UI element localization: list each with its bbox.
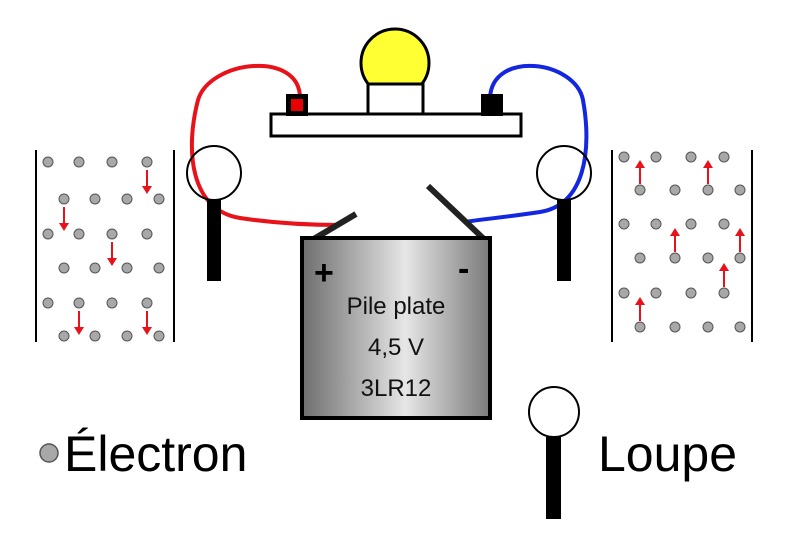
electron xyxy=(650,287,662,299)
legend-electron-label: Électron xyxy=(64,426,247,482)
electron xyxy=(73,297,85,309)
electron xyxy=(121,330,133,342)
left-electrons xyxy=(42,156,165,342)
electron xyxy=(141,156,153,168)
drift-arrow-head xyxy=(635,160,645,168)
battery-label-line1: Pile plate xyxy=(347,293,446,320)
drift-arrow-head xyxy=(635,297,645,305)
electron xyxy=(42,297,54,309)
negative-lamp-terminal xyxy=(481,94,503,116)
electron xyxy=(106,156,118,168)
electron xyxy=(153,193,165,205)
left-magnifier xyxy=(186,145,242,281)
electron xyxy=(121,262,133,274)
electron xyxy=(669,321,681,333)
right-electrons xyxy=(618,151,746,333)
battery-label-line3: 3LR12 xyxy=(361,375,432,402)
electron xyxy=(702,321,714,333)
right-magnifier-handle xyxy=(557,199,571,281)
battery-body xyxy=(300,236,492,420)
electron xyxy=(734,321,746,333)
drift-arrow-head xyxy=(719,263,729,271)
battery-label-line2: 4,5 V xyxy=(368,334,424,361)
electron xyxy=(702,252,714,264)
electron xyxy=(618,287,630,299)
electron xyxy=(734,184,746,196)
legend-magnifier-label: Loupe xyxy=(598,426,737,482)
electron xyxy=(89,193,101,205)
bulb-base xyxy=(366,82,425,120)
electron xyxy=(42,228,54,240)
electron xyxy=(106,228,118,240)
electron xyxy=(650,151,662,163)
left-wire-zoom-panel xyxy=(35,150,175,342)
legend-magnifier-lens xyxy=(528,386,580,438)
drift-arrow-head xyxy=(735,228,745,236)
electron xyxy=(153,330,165,342)
electron xyxy=(718,151,730,163)
electron xyxy=(89,262,101,274)
electron xyxy=(141,228,153,240)
drift-arrow-head xyxy=(59,223,69,231)
electron xyxy=(73,156,85,168)
electron xyxy=(650,218,662,230)
electron xyxy=(669,252,681,264)
electron xyxy=(106,297,118,309)
positive-wire xyxy=(189,64,341,227)
light-bulb xyxy=(359,27,431,120)
electron xyxy=(42,156,54,168)
legend-magnifier-handle xyxy=(546,437,561,519)
electron xyxy=(153,262,165,274)
drift-arrow-head xyxy=(142,327,152,335)
legend-magnifier-icon xyxy=(528,386,580,519)
electron xyxy=(89,330,101,342)
right-wire-zoom-panel xyxy=(611,150,753,342)
drift-arrow-head xyxy=(670,228,680,236)
negative-wire xyxy=(464,64,589,224)
drift-arrow-head xyxy=(142,186,152,194)
electron xyxy=(718,287,730,299)
bulb-holder-board xyxy=(269,112,523,138)
electron xyxy=(141,297,153,309)
electron xyxy=(685,151,697,163)
drift-arrow-head xyxy=(74,327,84,335)
electron xyxy=(634,252,646,264)
electron xyxy=(685,287,697,299)
electron xyxy=(58,262,70,274)
battery-negative-tab xyxy=(425,183,488,243)
positive-lamp-terminal-mark xyxy=(291,99,303,111)
drift-arrow-head xyxy=(107,258,117,266)
drift-arrow-head xyxy=(703,160,713,168)
electron xyxy=(58,330,70,342)
battery-positive-tab xyxy=(310,211,358,243)
left-magnifier-handle xyxy=(207,199,221,281)
electron xyxy=(702,184,714,196)
electron xyxy=(618,218,630,230)
electron xyxy=(734,252,746,264)
electron xyxy=(58,193,70,205)
electron xyxy=(73,228,85,240)
legend-electron-symbol xyxy=(39,443,59,463)
right-magnifier xyxy=(536,145,592,281)
electron xyxy=(634,321,646,333)
battery-minus-sign: - xyxy=(458,250,469,288)
electron xyxy=(618,151,630,163)
electron xyxy=(718,218,730,230)
electron xyxy=(634,184,646,196)
electron xyxy=(685,218,697,230)
electron xyxy=(669,184,681,196)
electron xyxy=(121,193,133,205)
battery-plus-sign: + xyxy=(314,254,334,292)
